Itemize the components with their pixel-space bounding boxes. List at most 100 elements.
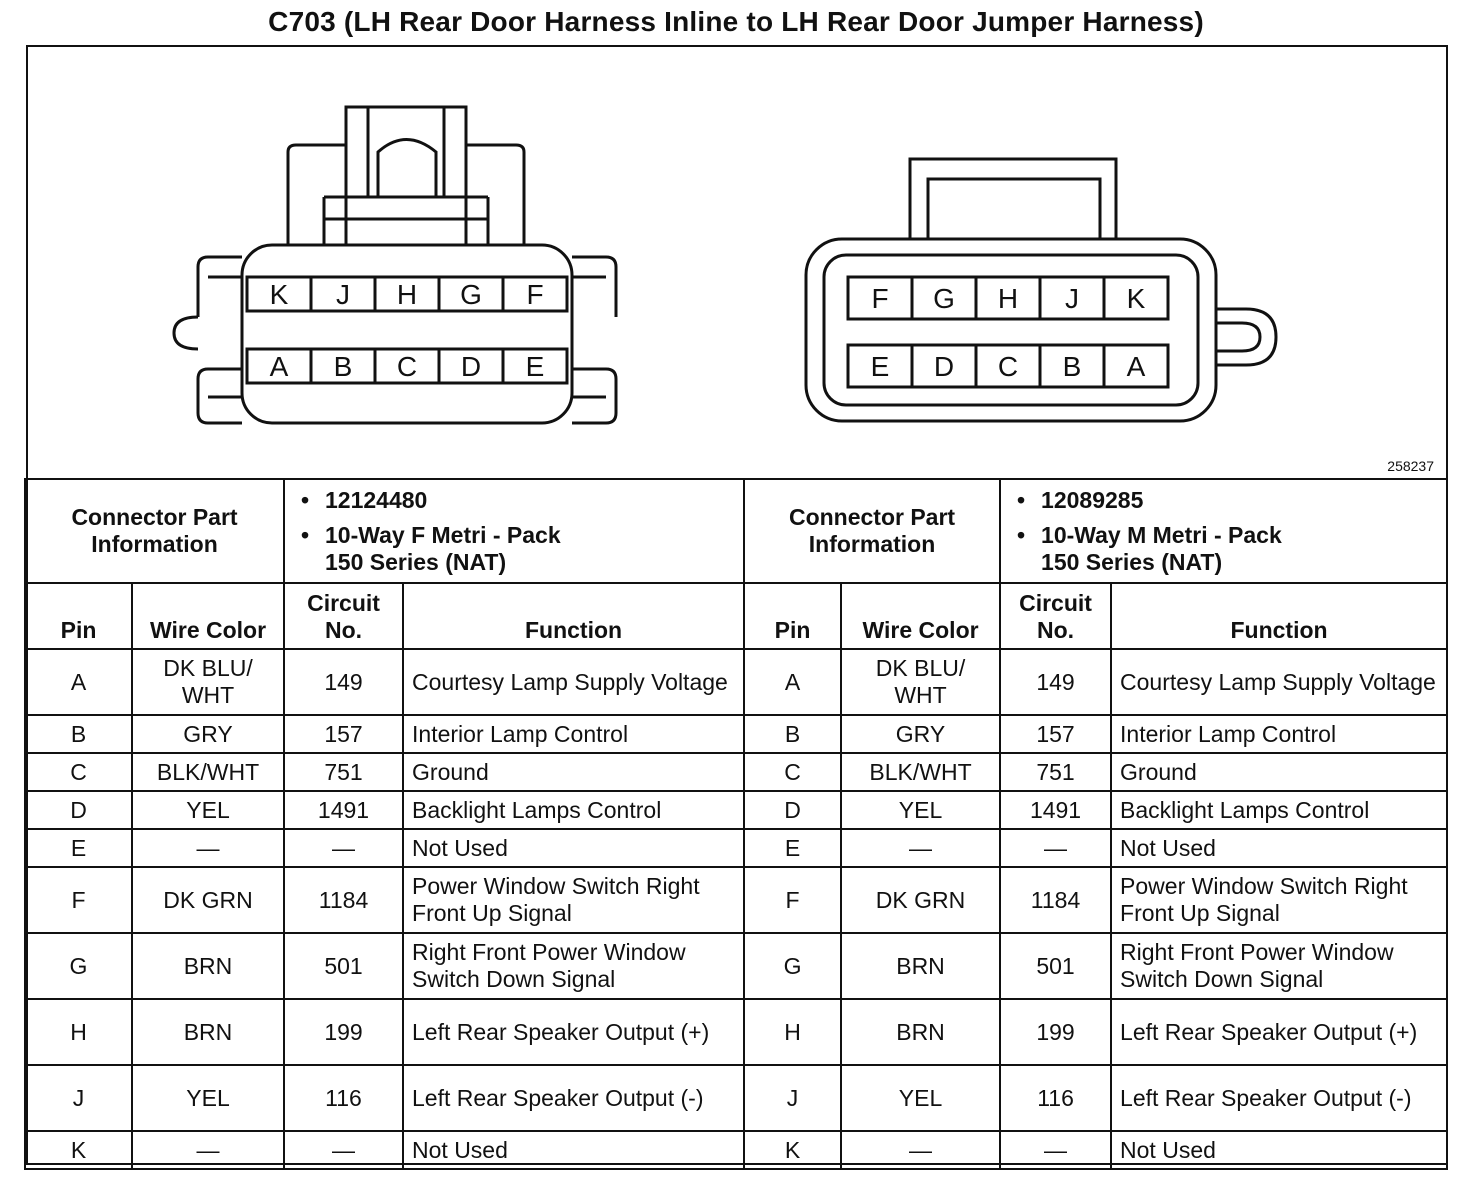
left-circuit-cell: 1184 [283,866,405,934]
connector_right-pin-label: E [871,351,890,382]
right-function-cell: Courtesy Lamp Supply Voltage [1110,648,1449,716]
connector_right-pin-label: J [1065,283,1079,314]
left-circuit-cell: — [283,828,405,868]
connector_right-pin-label: A [1127,351,1146,382]
left-part-info-label: Connector Part Information [23,478,286,584]
right-function-cell: Right Front Power Window Switch Down Sig… [1110,932,1449,1000]
right-function-cell: Backlight Lamps Control [1110,790,1449,830]
left-wire-cell: DK BLU/ WHT [130,648,286,716]
right-circuit-cell: 751 [999,752,1113,792]
connector_right-pin-label: C [998,351,1018,382]
right-circuit-cell: 116 [999,1064,1113,1132]
left-function-cell: Not Used [402,1130,746,1170]
left-part-number: 12124480 [301,487,735,514]
left-wire-cell: BLK/WHT [130,752,286,792]
right-circuit-cell: — [999,828,1113,868]
right-function-cell: Not Used [1110,828,1449,868]
right-circuit-cell: 501 [999,932,1113,1000]
left-pin-cell: A [24,648,133,716]
right-wire-cell: — [840,1130,1002,1170]
connector_right-pin-label: G [933,283,955,314]
right-function-cell: Left Rear Speaker Output (+) [1110,998,1449,1066]
left-part-info: 12124480 10-Way F Metri - Pack 150 Serie… [283,478,746,584]
left-pin-cell: B [24,714,133,754]
left-circuit-cell: 157 [283,714,405,754]
left-pin-cell: H [24,998,133,1066]
right-wire-cell: BRN [840,998,1002,1066]
right-circuit-cell: 157 [999,714,1113,754]
pinout-table: Connector Part Information 12124480 10-W… [23,478,1449,1170]
right-pin-cell: J [743,1064,843,1132]
left-circuit-cell: 199 [283,998,405,1066]
left-function-cell: Interior Lamp Control [402,714,746,754]
right-function-cell: Left Rear Speaker Output (-) [1110,1064,1449,1132]
connector_left-pin-label: D [461,351,481,382]
connector_left-pin-label: B [334,351,353,382]
left-wire-cell: DK GRN [130,866,286,934]
right-connector-housing [804,157,1278,423]
connector_right-pin-cavity [1102,275,1170,321]
connector_right-pin-cavity [1102,343,1170,389]
connector_left-pin-label: E [526,351,545,382]
left-pin-header: Pin [24,582,133,650]
right-wire-cell: YEL [840,790,1002,830]
connector_left-pin-label: J [336,279,350,310]
left-circuit-cell: 751 [283,752,405,792]
right-circuit-cell: 1491 [999,790,1113,830]
left-pin-cell: G [24,932,133,1000]
left-pin-cell: C [24,752,133,792]
right-circuit-header: Circuit No. [999,582,1113,650]
connector_right-pin-label: B [1063,351,1082,382]
connector_left-pin-label: H [397,279,417,310]
right-part-number: 12089285 [1017,487,1438,514]
diagram-title: C703 (LH Rear Door Harness Inline to LH … [268,6,1204,37]
left-wire-cell: — [130,1130,286,1170]
right-part-desc-line2: 150 Series (NAT) [1041,548,1223,575]
left-pin-cell: J [24,1064,133,1132]
left-function-cell: Left Rear Speaker Output (+) [402,998,746,1066]
left-wire-cell: GRY [130,714,286,754]
left-connector-housing [172,105,618,425]
right-wire-cell: DK GRN [840,866,1002,934]
left-circuit-cell: 149 [283,648,405,716]
right-part-info: 12089285 10-Way M Metri - Pack 150 Serie… [999,478,1449,584]
left-pin-cell: D [24,790,133,830]
right-wire-header: Wire Color [840,582,1002,650]
right-function-cell: Ground [1110,752,1449,792]
right-wire-cell: GRY [840,714,1002,754]
figure-reference-number: 258237 [1387,458,1434,474]
right-wire-cell: YEL [840,1064,1002,1132]
connector_left-pin-label: K [270,279,289,310]
right-circuit-cell: — [999,1130,1113,1170]
left-part-desc-line2: 150 Series (NAT) [325,548,507,575]
right-wire-cell: — [840,828,1002,868]
right-wire-cell: DK BLU/ WHT [840,648,1002,716]
right-pin-cell: F [743,866,843,934]
left-circuit-cell: 116 [283,1064,405,1132]
left-wire-cell: YEL [130,1064,286,1132]
connector_left-pin-cavity [501,347,569,385]
left-pin-cell: E [24,828,133,868]
left-wire-cell: BRN [130,998,286,1066]
connector_right-pin-label: D [934,351,954,382]
left-wire-cell: — [130,828,286,868]
left-function-cell: Not Used [402,828,746,868]
right-wire-cell: BLK/WHT [840,752,1002,792]
left-pin-cell: K [24,1130,133,1170]
right-pin-cell: E [743,828,843,868]
left-function-cell: Ground [402,752,746,792]
right-function-cell: Power Window Switch Right Front Up Signa… [1110,866,1449,934]
right-pin-cell: C [743,752,843,792]
left-function-cell: Power Window Switch Right Front Up Signa… [402,866,746,934]
